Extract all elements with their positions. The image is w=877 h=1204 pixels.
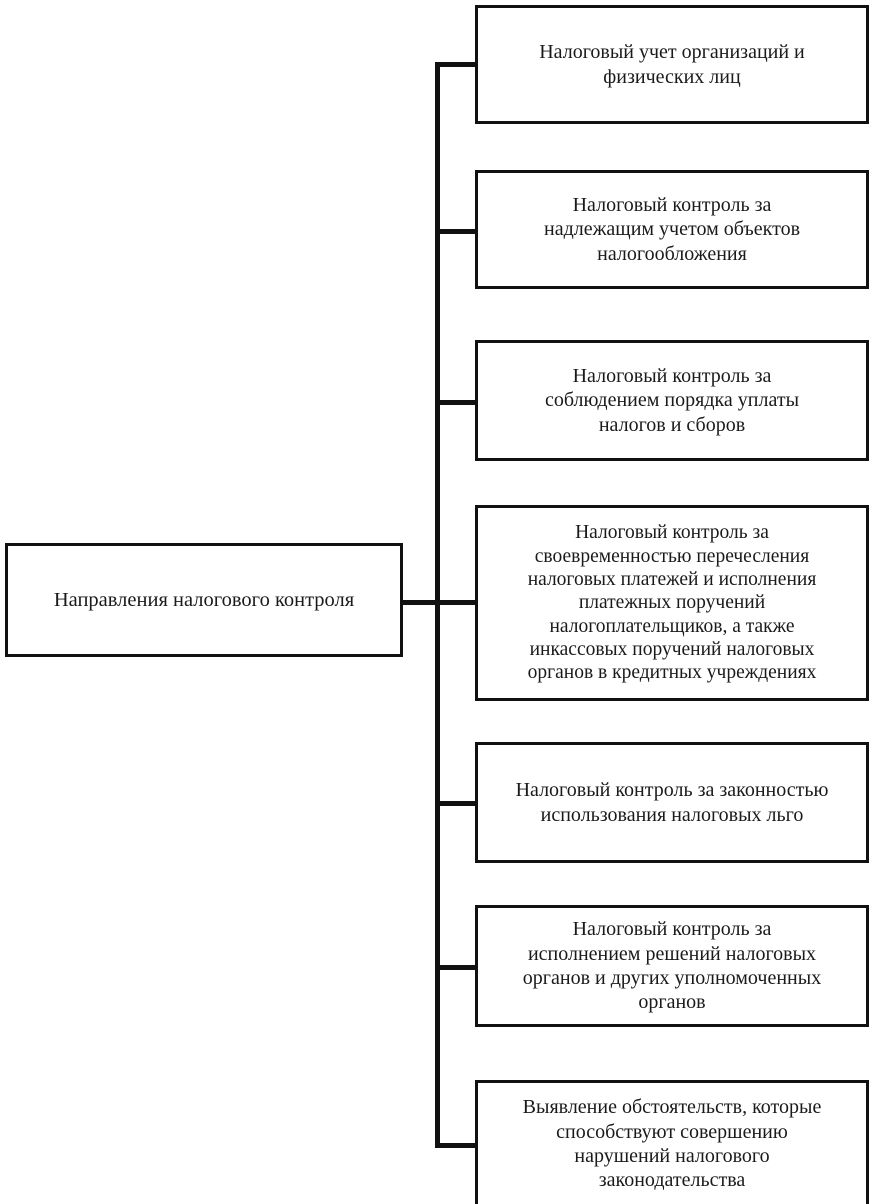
branch-connector-2 bbox=[435, 229, 477, 234]
branch-node-5-label: Налоговый контроль за законностью исполь… bbox=[515, 779, 829, 826]
branch-node-1-label: Налоговый учет организаций и физических … bbox=[539, 41, 805, 88]
branch-node-2-label: Налоговый контроль за надлежащим учетом … bbox=[543, 193, 801, 265]
root-node-label: Направления налогового контроля bbox=[53, 588, 355, 611]
branch-node-3-label: Налоговый контроль за соблюдением порядк… bbox=[544, 364, 800, 436]
branch-node-7-label: Выявление обстоятельств, которые способс… bbox=[522, 1096, 822, 1192]
branch-node-4-label: Налоговый контроль за своевременностью п… bbox=[527, 522, 817, 684]
branch-node-1[interactable]: Налоговый учет организаций и физических … bbox=[475, 5, 869, 124]
branch-connector-4 bbox=[435, 600, 477, 605]
branch-node-6-label: Налоговый контроль за исполнением решени… bbox=[522, 918, 822, 1014]
branch-connector-3 bbox=[435, 400, 477, 405]
branch-connector-5 bbox=[435, 801, 477, 806]
branch-connector-1 bbox=[435, 62, 477, 67]
branch-connector-7 bbox=[435, 1143, 477, 1148]
root-node[interactable]: Направления налогового контроля bbox=[5, 543, 403, 657]
branch-node-3[interactable]: Налоговый контроль за соблюдением порядк… bbox=[475, 340, 869, 461]
trunk-vertical-line bbox=[435, 62, 440, 1148]
branch-node-6[interactable]: Налоговый контроль за исполнением решени… bbox=[475, 905, 869, 1027]
branch-node-4[interactable]: Налоговый контроль за своевременностью п… bbox=[475, 505, 869, 701]
branch-node-5[interactable]: Налоговый контроль за законностью исполь… bbox=[475, 742, 869, 863]
branch-node-2[interactable]: Налоговый контроль за надлежащим учетом … bbox=[475, 170, 869, 289]
branch-connector-6 bbox=[435, 965, 477, 970]
branch-node-7[interactable]: Выявление обстоятельств, которые способс… bbox=[475, 1080, 869, 1204]
